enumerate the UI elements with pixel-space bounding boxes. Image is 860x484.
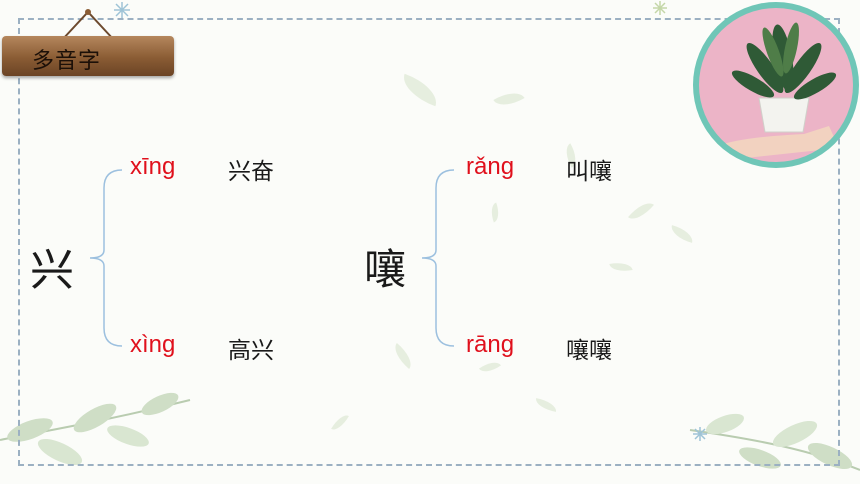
example-word: 叫嚷 — [566, 159, 612, 185]
pinyin-reading: rāng — [466, 331, 515, 358]
pinyin-reading: xīng — [130, 153, 176, 180]
example-word: 兴奋 — [228, 159, 274, 185]
sign-string-icon — [61, 9, 115, 41]
example-word: 嚷嚷 — [566, 338, 612, 364]
example-word: 高兴 — [228, 338, 274, 364]
branch-decoration — [689, 413, 860, 471]
pinyin-reading: rǎng — [466, 153, 515, 180]
flower-decoration — [693, 427, 707, 441]
flower-decoration — [653, 1, 667, 15]
branch-decoration — [0, 392, 191, 466]
flower-decoration — [114, 2, 130, 18]
polyphonic-character: 嚷 — [364, 245, 407, 294]
bracket-connector — [421, 169, 455, 347]
photo-ring — [693, 2, 859, 168]
pinyin-reading: xìng — [130, 331, 176, 358]
sign-title: 多音字 — [32, 49, 102, 74]
bracket-connector — [89, 169, 123, 347]
polyphonic-character: 兴 — [30, 245, 74, 296]
dashed-frame — [18, 18, 840, 466]
hanging-wood-sign-icon: 多音字 — [2, 36, 174, 76]
potted-plant-in-hand-icon — [699, 8, 853, 162]
